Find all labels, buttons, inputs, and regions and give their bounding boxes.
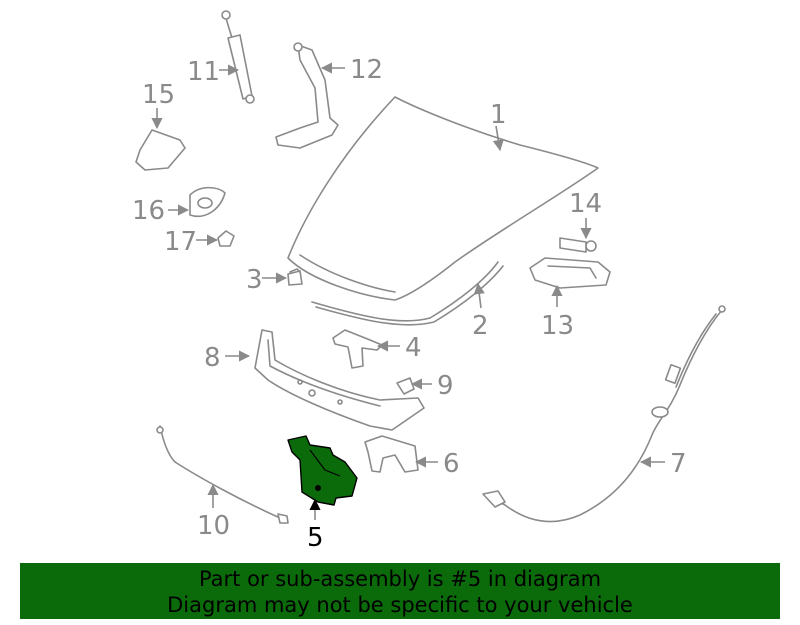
bumper-stop xyxy=(287,268,303,286)
hood-striker xyxy=(364,435,419,473)
callout-2: 2 xyxy=(472,311,489,341)
callout-16: 16 xyxy=(132,196,165,226)
support-panel xyxy=(254,329,425,431)
callout-3: 3 xyxy=(246,265,263,295)
hood-latch-highlighted xyxy=(287,435,358,506)
hood-panel xyxy=(287,96,599,301)
hood-clip xyxy=(396,377,415,395)
bolt xyxy=(559,237,597,253)
callout-11: 11 xyxy=(187,57,220,87)
support-cable xyxy=(156,425,289,524)
callout-17: 17 xyxy=(164,227,197,257)
latch-bracket xyxy=(529,257,611,289)
callout-13: 13 xyxy=(541,311,574,341)
callout-8: 8 xyxy=(204,343,221,373)
grommet xyxy=(189,186,226,217)
release-cable xyxy=(482,305,726,523)
callout-9: 9 xyxy=(437,371,454,401)
hood-hinge xyxy=(275,42,339,149)
hood-bracket xyxy=(332,329,383,369)
parts-diagram: 1 2 3 4 5 6 7 8 9 10 11 12 13 14 15 16 1… xyxy=(132,10,726,553)
callout-15: 15 xyxy=(142,80,175,110)
emblem-base xyxy=(135,129,186,171)
banner-line-2: Diagram may not be specific to your vehi… xyxy=(167,593,633,617)
banner-line-1: Part or sub-assembly is #5 in diagram xyxy=(198,567,602,591)
callout-arrows xyxy=(151,62,665,520)
callout-12: 12 xyxy=(350,55,383,85)
callout-5: 5 xyxy=(307,523,324,553)
callout-4: 4 xyxy=(405,333,422,363)
callout-10: 10 xyxy=(197,511,230,541)
callout-6: 6 xyxy=(443,449,460,479)
info-banner: Part or sub-assembly is #5 in diagram Di… xyxy=(20,563,780,619)
lift-support-strut xyxy=(221,10,255,104)
callout-7: 7 xyxy=(670,449,687,479)
plug xyxy=(217,230,235,247)
callout-1: 1 xyxy=(490,100,507,130)
callout-14: 14 xyxy=(569,189,602,219)
hood-weatherstrip xyxy=(311,261,504,326)
